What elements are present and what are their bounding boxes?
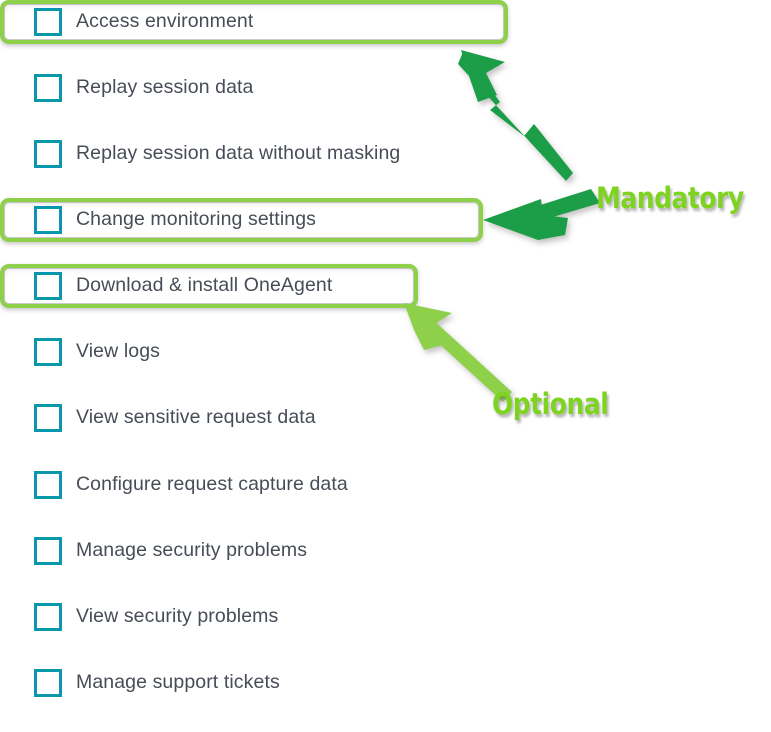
permission-row[interactable]: Manage security problems xyxy=(0,529,380,573)
permission-label: Manage security problems xyxy=(76,539,308,562)
permission-label: Manage support tickets xyxy=(76,671,280,694)
permission-row[interactable]: Replay session data xyxy=(0,66,320,110)
permission-checkbox[interactable] xyxy=(34,537,62,565)
permission-label: View sensitive request data xyxy=(76,406,316,429)
permission-checkbox[interactable] xyxy=(34,8,62,36)
permission-label: Configure request capture data xyxy=(76,473,348,496)
permission-row[interactable]: Change monitoring settings xyxy=(0,198,483,242)
permission-row[interactable]: View logs xyxy=(0,330,260,374)
permission-checkbox[interactable] xyxy=(34,74,62,102)
permission-row[interactable]: Access environment xyxy=(0,0,508,44)
permission-row[interactable]: Configure request capture data xyxy=(0,463,410,507)
permission-checkbox[interactable] xyxy=(34,206,62,234)
permission-label: Download & install OneAgent xyxy=(76,274,333,297)
permission-checkbox[interactable] xyxy=(34,140,62,168)
permission-row[interactable]: View security problems xyxy=(0,595,350,639)
permission-checkbox[interactable] xyxy=(34,338,62,366)
permission-row[interactable]: Replay session data without masking xyxy=(0,132,460,176)
permission-checkbox[interactable] xyxy=(34,272,62,300)
arrow-mandatory-to-change-monitoring xyxy=(483,189,600,240)
permission-label: Change monitoring settings xyxy=(76,208,316,231)
annotation-label-optional: Optional xyxy=(492,387,609,421)
permission-checkbox[interactable] xyxy=(34,603,62,631)
arrow-mandatory-to-access-environment xyxy=(458,50,573,181)
permission-checkbox[interactable] xyxy=(34,669,62,697)
permission-label: Replay session data xyxy=(76,76,254,99)
permission-row[interactable]: Download & install OneAgent xyxy=(0,264,418,308)
permission-row[interactable]: Manage support tickets xyxy=(0,661,350,705)
permission-row[interactable]: View sensitive request data xyxy=(0,396,380,440)
permission-label: Access environment xyxy=(76,10,254,33)
permission-checkbox[interactable] xyxy=(34,471,62,499)
permission-label: View logs xyxy=(76,340,161,363)
annotation-label-mandatory: Mandatory xyxy=(596,181,744,215)
permission-checkbox[interactable] xyxy=(34,404,62,432)
permission-label: View security problems xyxy=(76,605,279,628)
permission-label: Replay session data without masking xyxy=(76,142,401,165)
